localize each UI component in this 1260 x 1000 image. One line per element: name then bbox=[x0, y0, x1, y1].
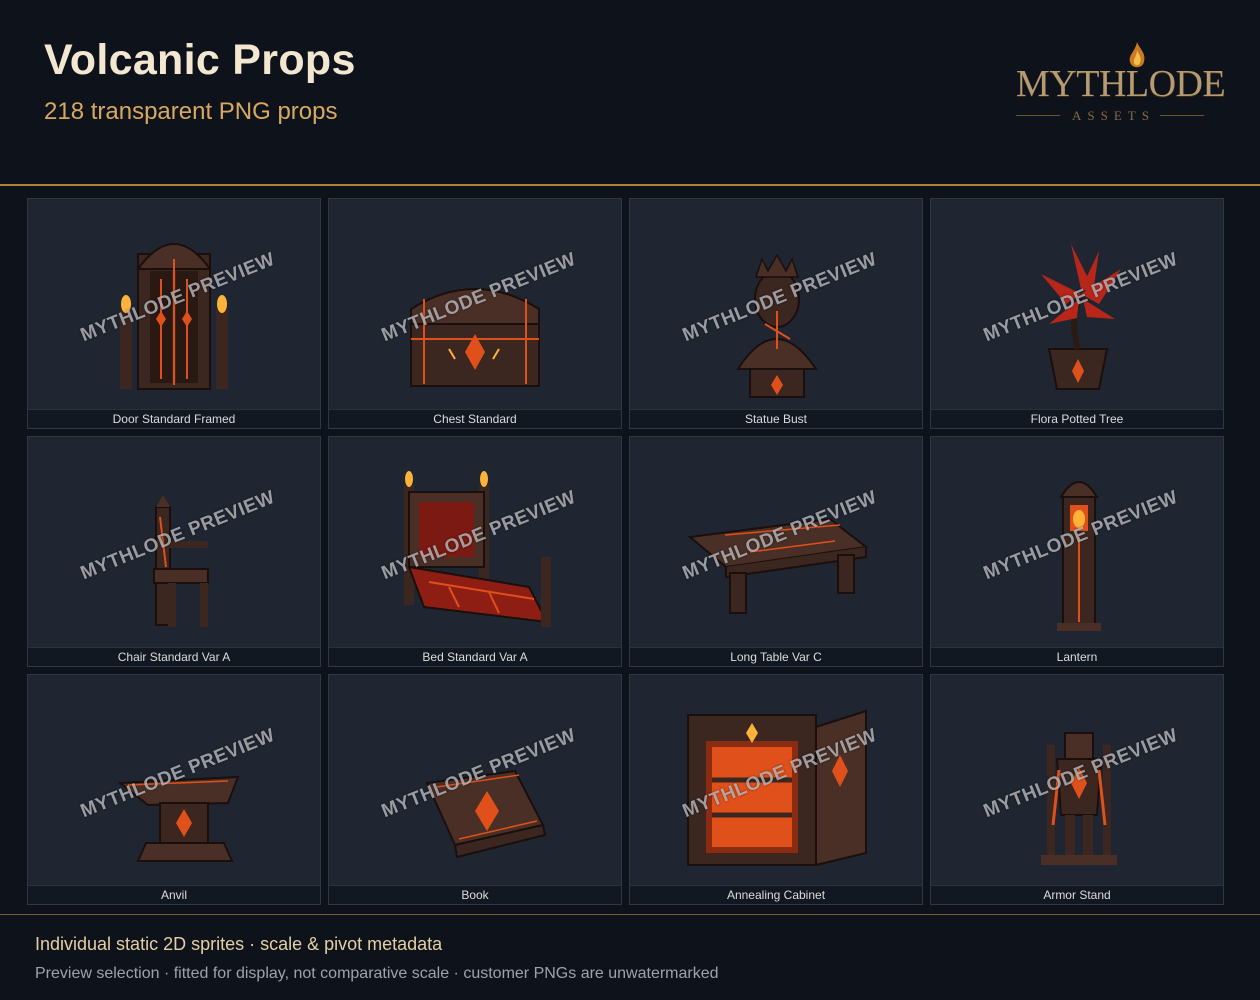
lava-potted-tree-icon bbox=[931, 199, 1223, 409]
prop-caption: Lantern bbox=[931, 647, 1223, 666]
prop-caption: Book bbox=[329, 885, 621, 904]
lava-anvil-icon bbox=[28, 675, 320, 885]
lava-bed-icon bbox=[329, 437, 621, 647]
prop-caption: Chest Standard bbox=[329, 409, 621, 428]
lava-cabinet-icon bbox=[630, 675, 922, 885]
prop-caption: Anvil bbox=[28, 885, 320, 904]
page-header: Volcanic Props 218 transparent PNG props… bbox=[0, 0, 1260, 184]
page-subtitle: 218 transparent PNG props bbox=[44, 98, 338, 125]
lava-chest-icon bbox=[329, 199, 621, 409]
footer-divider bbox=[0, 914, 1260, 915]
prop-caption: Statue Bust bbox=[630, 409, 922, 428]
prop-caption: Armor Stand bbox=[931, 885, 1223, 904]
flame-icon bbox=[1129, 42, 1145, 68]
lava-door-icon bbox=[28, 199, 320, 409]
mythlode-logo: MYTHLODE ASSETS bbox=[1010, 42, 1226, 132]
prop-caption: Annealing Cabinet bbox=[630, 885, 922, 904]
prop-caption: Bed Standard Var A bbox=[329, 647, 621, 666]
logo-wordmark: MYTHLODE bbox=[1016, 63, 1226, 105]
prop-caption: Long Table Var C bbox=[630, 647, 922, 666]
footer-note: Preview selection · fitted for display, … bbox=[35, 965, 719, 982]
footer-description: Individual static 2D sprites · scale & p… bbox=[35, 934, 443, 954]
lava-book-icon bbox=[329, 675, 621, 885]
prop-caption: Chair Standard Var A bbox=[28, 647, 320, 666]
lava-long-table-icon bbox=[630, 437, 922, 647]
prop-caption: Door Standard Framed bbox=[28, 409, 320, 428]
prop-caption: Flora Potted Tree bbox=[931, 409, 1223, 428]
header-divider bbox=[0, 184, 1260, 186]
lava-armor-stand-icon bbox=[931, 675, 1223, 885]
lava-lantern-icon bbox=[931, 437, 1223, 647]
lava-statue-bust-icon bbox=[630, 199, 922, 409]
page-title: Volcanic Props bbox=[44, 36, 356, 84]
lava-chair-icon bbox=[28, 437, 320, 647]
logo-subtext: ASSETS bbox=[1072, 108, 1155, 123]
